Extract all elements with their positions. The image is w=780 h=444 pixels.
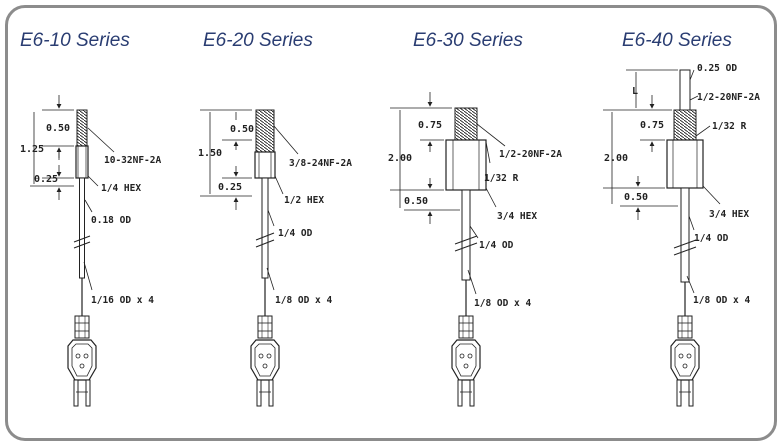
e6-20-sheath-od: 1/4 OD	[278, 228, 313, 239]
diagram-frame	[5, 5, 777, 441]
e6-30-wire-spec: 1/8 OD x 4	[474, 298, 531, 309]
e6-30-thread-spec: 1/2-20NF-2A	[499, 149, 562, 160]
e6-10-thread-spec: 10-32NF-2A	[104, 155, 161, 166]
e6-20-overall-length: 1.50	[198, 148, 222, 159]
e6-30-sheath-od: 1/4 OD	[479, 240, 514, 251]
e6-40-sheath-od: 1/4 OD	[694, 233, 729, 244]
e6-40-thread-length: 0.75	[640, 120, 664, 131]
e6-10-wire-spec: 1/16 OD x 4	[91, 295, 154, 306]
e6-40-hex-radius: 1/32 R	[712, 121, 747, 132]
series-title-e6-40: E6-40 Series	[622, 30, 732, 51]
e6-40-wire-spec: 1/8 OD x 4	[693, 295, 750, 306]
e6-40-overall-length: 2.00	[604, 153, 628, 164]
e6-40-hex-size: 3/4 HEX	[709, 209, 749, 220]
e6-30-overall-length: 2.00	[388, 153, 412, 164]
series-title-e6-20: E6-20 Series	[203, 30, 313, 51]
e6-40-thread-spec: 1/2-20NF-2A	[697, 92, 760, 103]
series-title-e6-30: E6-30 Series	[413, 30, 523, 51]
e6-20-hex-gap: 0.25	[218, 182, 242, 193]
series-title-e6-10: E6-10 Series	[20, 30, 130, 51]
e6-30-hex-radius: 1/32 R	[484, 173, 519, 184]
e6-40-extension-od: 0.25 OD	[697, 63, 737, 74]
e6-10-hex-size: 1/4 HEX	[101, 183, 141, 194]
e6-20-hex-size: 1/2 HEX	[284, 195, 324, 206]
e6-40-drawing: L 0.75 2.00 0.50 0.25 OD 1/2-20NF-2A 1/3…	[603, 63, 760, 407]
e6-30-thread-length: 0.75	[418, 120, 442, 131]
e6-10-overall-length: 1.25	[20, 144, 44, 155]
e6-10-sheath-od: 0.18 OD	[91, 215, 131, 226]
e6-20-wire-spec: 1/8 OD x 4	[275, 295, 332, 306]
e6-40-hex-gap: 0.50	[624, 192, 648, 203]
e6-10-drawing: 0.50 1.25 0.25 10-32NF-2A 1/4 HEX 0.18 O…	[20, 95, 161, 407]
e6-10-hex-gap: 0.25	[34, 174, 58, 185]
e6-20-drawing: 0.50 1.50 0.25 3/8-24NF-2A 1/2 HEX 1/4 O…	[198, 109, 352, 407]
e6-10-thread-length: 0.50	[46, 123, 70, 134]
e6-20-thread-spec: 3/8-24NF-2A	[289, 158, 352, 169]
e6-30-drawing: 0.75 2.00 0.50 1/2-20NF-2A 1/32 R 3/4 HE…	[388, 92, 562, 407]
e6-30-hex-size: 3/4 HEX	[497, 211, 537, 222]
e6-20-thread-length: 0.50	[230, 124, 254, 135]
e6-40-extension-length: L	[632, 86, 638, 97]
e6-30-hex-gap: 0.50	[404, 196, 428, 207]
